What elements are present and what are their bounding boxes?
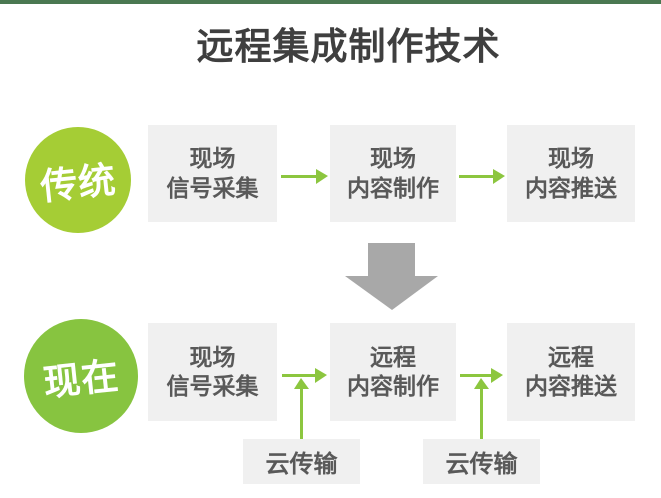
arrow-right-icon [281, 169, 328, 184]
step-box-traditional-3: 现场 内容推送 [507, 125, 635, 222]
arrow-head-icon [294, 378, 309, 389]
arrow-head-icon [474, 378, 489, 389]
big-down-arrow-shaft [368, 243, 415, 276]
cloud-transport-label: 云传输 [265, 451, 338, 478]
badge-traditional-label: 传统 [38, 159, 119, 208]
arrow-right-icon [282, 368, 327, 383]
top-accent-bar [0, 0, 661, 4]
step-label-line1: 远程 [548, 343, 594, 370]
big-down-arrow-point [345, 276, 438, 310]
cloud-transport-box-2: 云传输 [423, 439, 540, 484]
step-label-line2: 内容推送 [525, 373, 617, 399]
arrow-head-icon [315, 368, 327, 383]
big-down-arrow-icon [345, 243, 438, 310]
step-label-line2: 内容制作 [347, 373, 439, 399]
arrow-head-icon [493, 169, 505, 184]
step-label-line1: 现场 [548, 145, 594, 172]
cloud-transport-box-1: 云传输 [243, 439, 360, 484]
arrow-right-icon [460, 368, 503, 383]
step-box-traditional-2: 现场 内容制作 [330, 125, 456, 222]
step-label-line1: 现场 [189, 343, 236, 370]
step-label-line2: 内容制作 [347, 174, 439, 201]
step-box-current-3: 远程 内容推送 [507, 323, 635, 421]
arrow-right-icon [459, 169, 505, 184]
step-box-current-2: 远程 内容制作 [330, 323, 456, 421]
badge-current: 现在 [24, 319, 138, 433]
step-box-traditional-1: 现场 信号采集 [148, 125, 277, 222]
arrow-up-icon [294, 378, 309, 439]
arrow-head-icon [491, 368, 503, 383]
step-label-line2: 信号采集 [166, 174, 259, 201]
page-title: 远程集成制作技术 [196, 26, 501, 67]
cloud-transport-label: 云传输 [445, 451, 518, 478]
step-box-current-1: 现场 信号采集 [148, 323, 277, 421]
step-label-line1: 现场 [370, 145, 416, 172]
badge-traditional: 传统 [25, 127, 131, 233]
step-label-line1: 现场 [189, 145, 236, 172]
arrow-up-icon [474, 378, 489, 439]
arrow-head-icon [316, 169, 328, 184]
step-label-line1: 远程 [370, 343, 416, 370]
step-label-line2: 信号采集 [166, 373, 259, 399]
step-label-line2: 内容推送 [525, 174, 617, 201]
badge-current-label: 现在 [41, 355, 122, 404]
